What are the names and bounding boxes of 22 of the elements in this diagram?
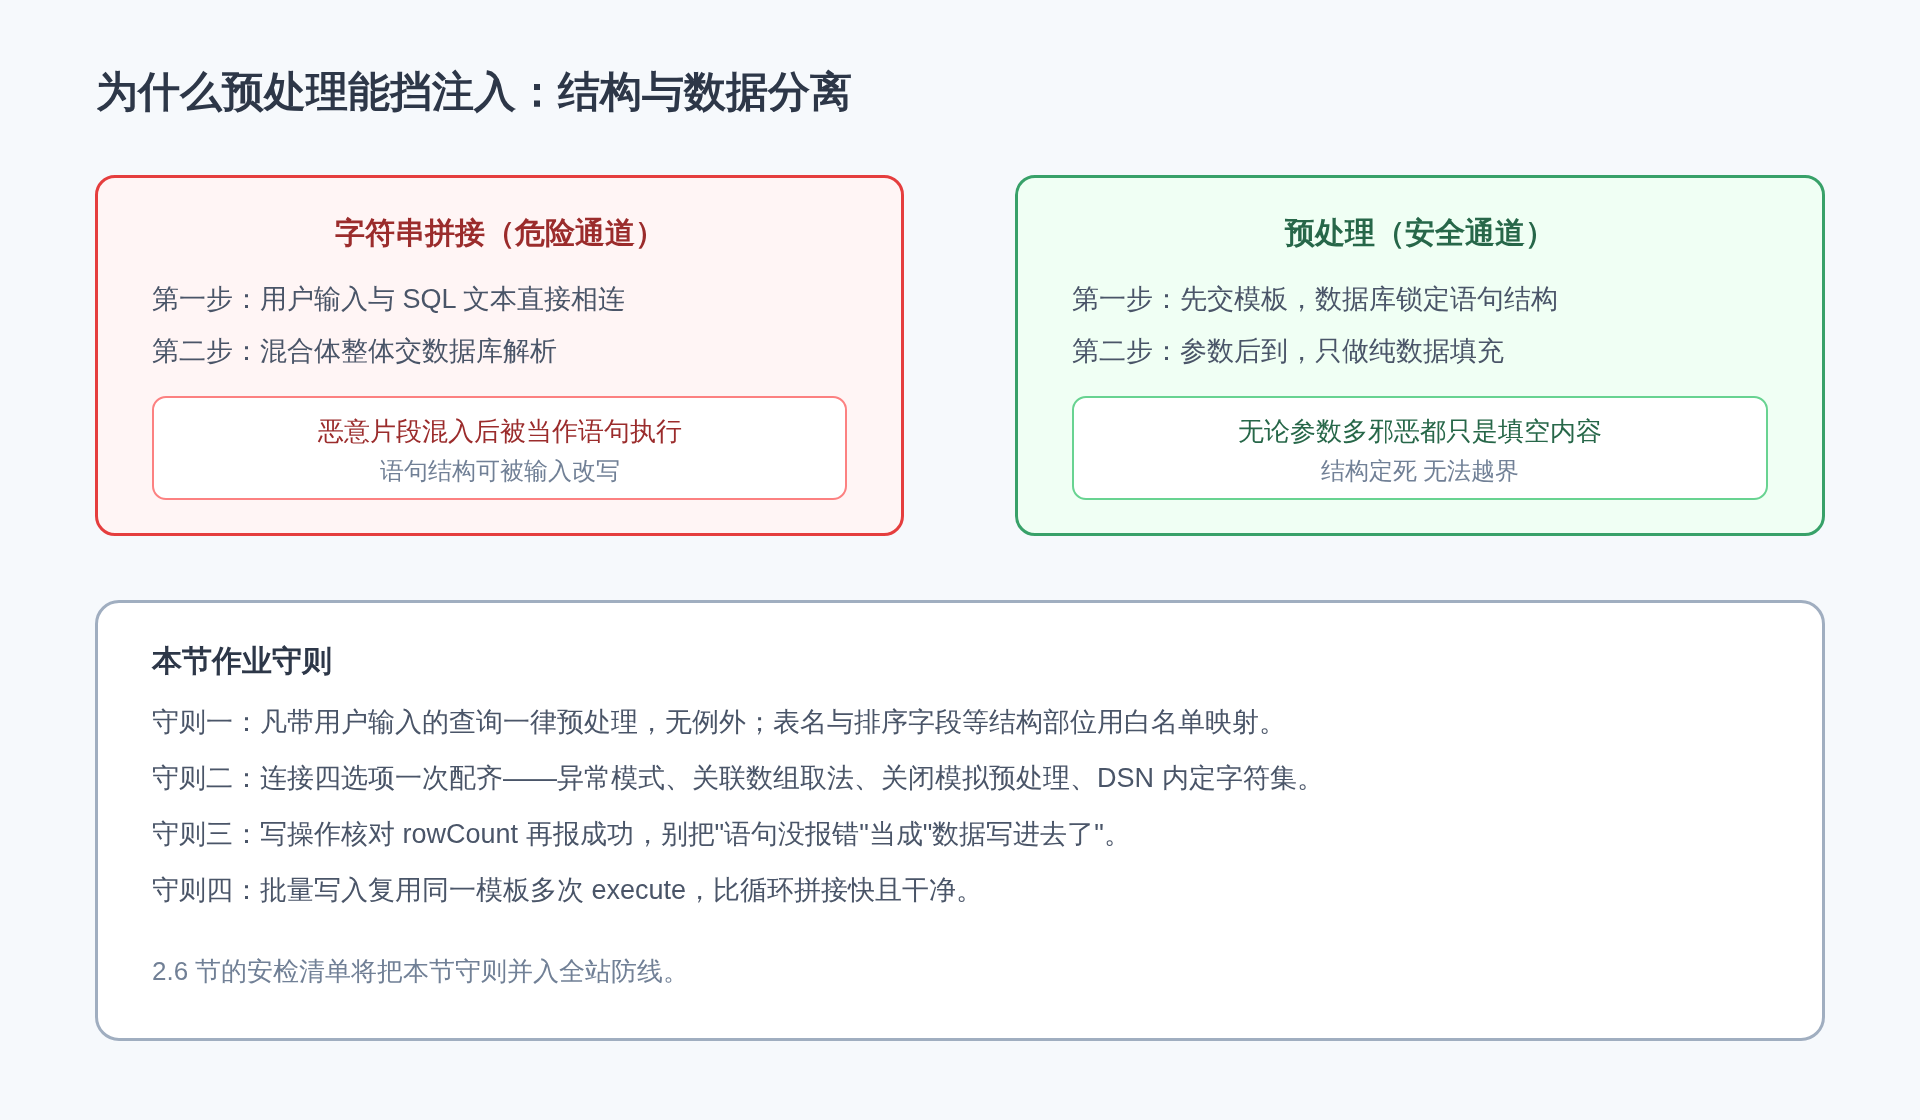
step-text: 第一步：用户输入与 SQL 文本直接相连	[152, 283, 626, 316]
safe-panel	[1015, 175, 1825, 536]
callout-text: 无论参数多邪恶都只是填空内容	[1238, 415, 1602, 448]
rule-text: 守则四：批量写入复用同一模板多次 execute，比循环拼接快且干净。	[152, 874, 984, 907]
panel-heading: 字符串拼接（危险通道）	[334, 215, 665, 251]
rule-text: 守则二：连接四选项一次配齐——异常模式、关联数组取法、关闭模拟预处理、DSN 内定字符集。	[152, 762, 1324, 795]
rules-panel	[95, 600, 1825, 1041]
step-text: 第一步：先交模板，数据库锁定语句结构	[1072, 283, 1558, 316]
callout-subtext: 结构定死 无法越界	[1320, 456, 1520, 486]
rule-text: 守则三：写操作核对 rowCount 再报成功，别把"语句没报错"当成"数据写进去了"。	[152, 818, 1131, 851]
danger-panel	[95, 175, 904, 536]
callout-text: 恶意片段混入后被当作语句执行	[317, 415, 682, 448]
callout-subtext: 语句结构可被输入改写	[379, 456, 620, 486]
warning-callout	[152, 396, 847, 500]
page-title: 为什么预处理能挡注入：结构与数据分离	[96, 67, 852, 117]
panel-heading: 预处理（安全通道）	[1285, 215, 1555, 251]
step-text: 第二步：混合体整体交数据库解析	[152, 335, 557, 368]
rule-text: 守则一：凡带用户输入的查询一律预处理，无例外；表名与排序字段等结构部位用白名单映射。	[152, 706, 1286, 739]
info-callout	[1072, 396, 1768, 500]
footnote-text: 2.6 节的安检清单将把本节守则并入全站防线。	[152, 955, 690, 988]
section-heading: 本节作业守则	[152, 643, 332, 679]
step-text: 第二步：参数后到，只做纯数据填充	[1072, 335, 1504, 368]
